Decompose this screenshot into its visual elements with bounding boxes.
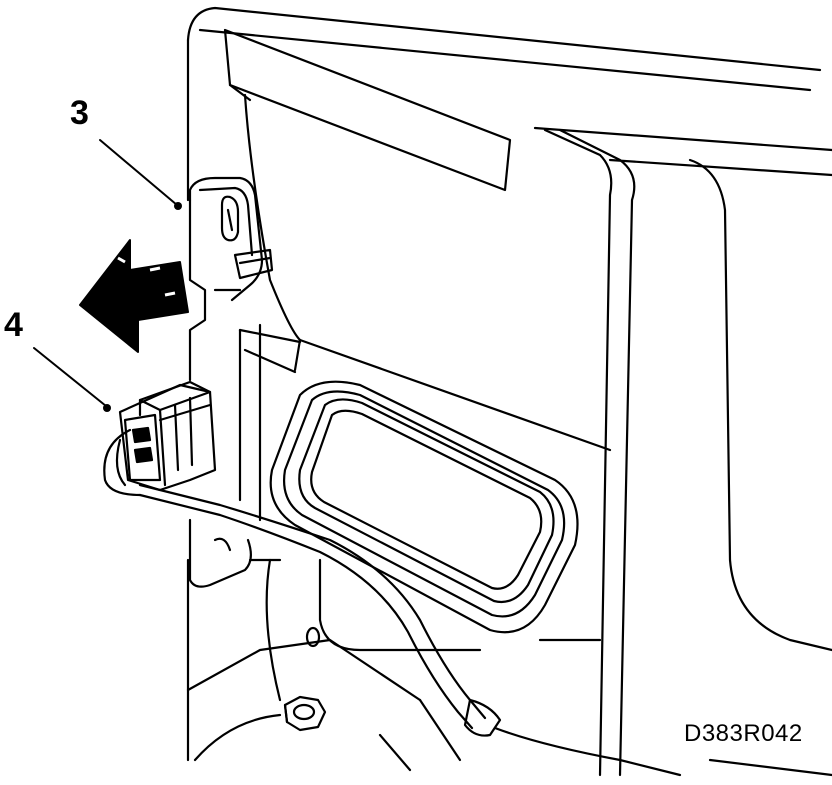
rear-cover-frame — [186, 6, 832, 777]
leader-line-4 — [33, 347, 107, 407]
top-slot — [223, 28, 512, 192]
callout-label-4: 4 — [4, 306, 23, 344]
figure-id: D383R042 — [684, 720, 803, 747]
hex-nut — [283, 695, 327, 732]
leader-line-3 — [99, 139, 178, 206]
rubber-grommet — [269, 380, 579, 634]
leader-dot-3 — [174, 202, 182, 210]
leader-dot-4 — [103, 404, 111, 412]
wire-harness — [103, 428, 682, 777]
inner-panel — [238, 93, 612, 522]
connector — [118, 380, 217, 492]
direction-arrow-icon — [79, 239, 189, 353]
callout-label-3: 3 — [70, 94, 89, 132]
bracket-foot — [188, 518, 282, 588]
bracket — [188, 176, 274, 382]
leader-lines — [33, 139, 178, 407]
lower-frame — [186, 558, 602, 772]
